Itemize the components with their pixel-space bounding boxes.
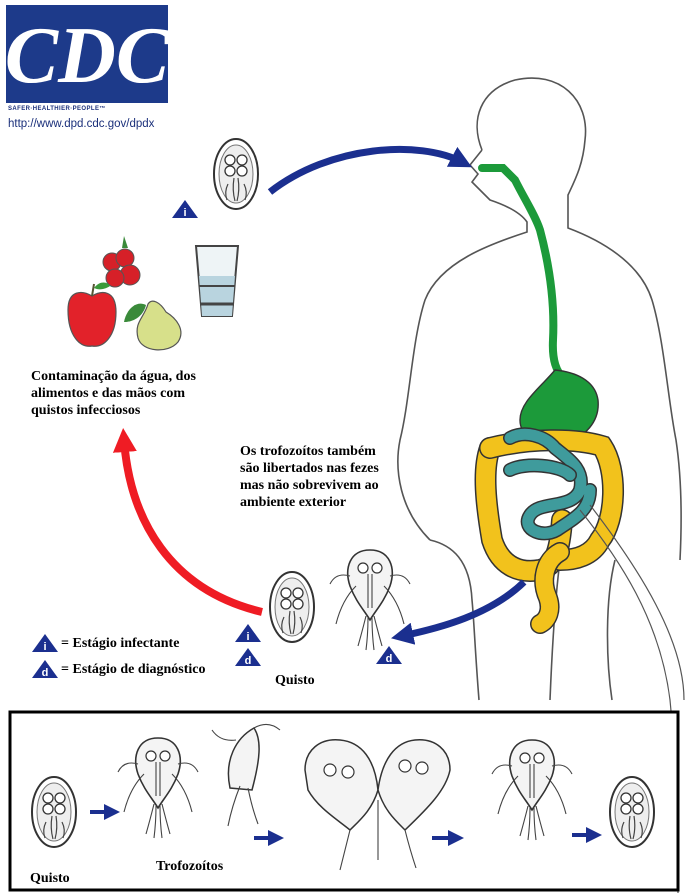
svg-text:d: d <box>245 655 252 667</box>
panel-trophozoites-label: Trofozoítos <box>156 858 223 875</box>
panel-cyst-illustration-2 <box>610 777 654 847</box>
trophozoites-note-line-4: ambiente exterior <box>240 494 379 511</box>
pear-icon <box>124 301 181 350</box>
legend-diagnostic-label: = Estágio de diagnóstico <box>61 661 206 678</box>
trophozoites-note-line-1: Os trofozoítos também <box>240 443 379 460</box>
diagnostic-stage-marker: d <box>235 648 261 667</box>
excretion-arrow <box>402 582 524 636</box>
cdc-logo: CDC <box>5 5 171 103</box>
water-glass-icon <box>196 246 238 316</box>
infective-stage-marker-2: i <box>235 624 261 643</box>
cdc-logo-text: CDC <box>5 12 171 100</box>
contamination-label-line-1: Contaminação da água, dos <box>31 368 196 385</box>
raspberries-icon <box>103 236 140 287</box>
cyst-label: Quisto <box>275 672 315 689</box>
contamination-label: Contaminação da água, dos alimentos e da… <box>31 368 196 419</box>
trophozoites-note: Os trofozoítos também são libertados nas… <box>240 443 379 511</box>
svg-text:i: i <box>246 631 249 643</box>
contamination-label-line-2: alimentos e das mãos com <box>31 385 196 402</box>
trophozoites-note-line-3: mas não sobrevivem ao <box>240 477 379 494</box>
digestive-tract <box>482 168 613 624</box>
infective-stage-marker: i <box>172 200 198 219</box>
cdc-tagline: SAFER·HEALTHIER·PEOPLE™ <box>8 106 106 112</box>
excreted-cyst-illustration <box>270 572 314 642</box>
contamination-label-line-3: quistos infecciosos <box>31 402 196 419</box>
infective-cyst-illustration <box>214 139 258 209</box>
panel-cyst-label: Quisto <box>30 870 70 887</box>
panel-cyst-illustration <box>32 777 76 847</box>
svg-text:d: d <box>386 653 393 665</box>
svg-text:i: i <box>43 641 46 653</box>
trophozoites-note-line-2: são libertados nas fezes <box>240 460 379 477</box>
cdc-url: http://www.dpd.cdc.gov/dpdx <box>8 118 154 130</box>
svg-text:i: i <box>183 207 186 219</box>
excreted-trophozoite-illustration <box>330 550 410 650</box>
legend-infective-marker: i <box>32 634 58 653</box>
svg-text:d: d <box>42 667 49 679</box>
legend-diagnostic-marker: d <box>32 660 58 679</box>
ingestion-arrow <box>270 149 462 192</box>
apple-icon <box>68 283 116 347</box>
diagnostic-stage-marker-2: d <box>376 646 402 665</box>
legend-infective-label: = Estágio infectante <box>61 635 179 652</box>
